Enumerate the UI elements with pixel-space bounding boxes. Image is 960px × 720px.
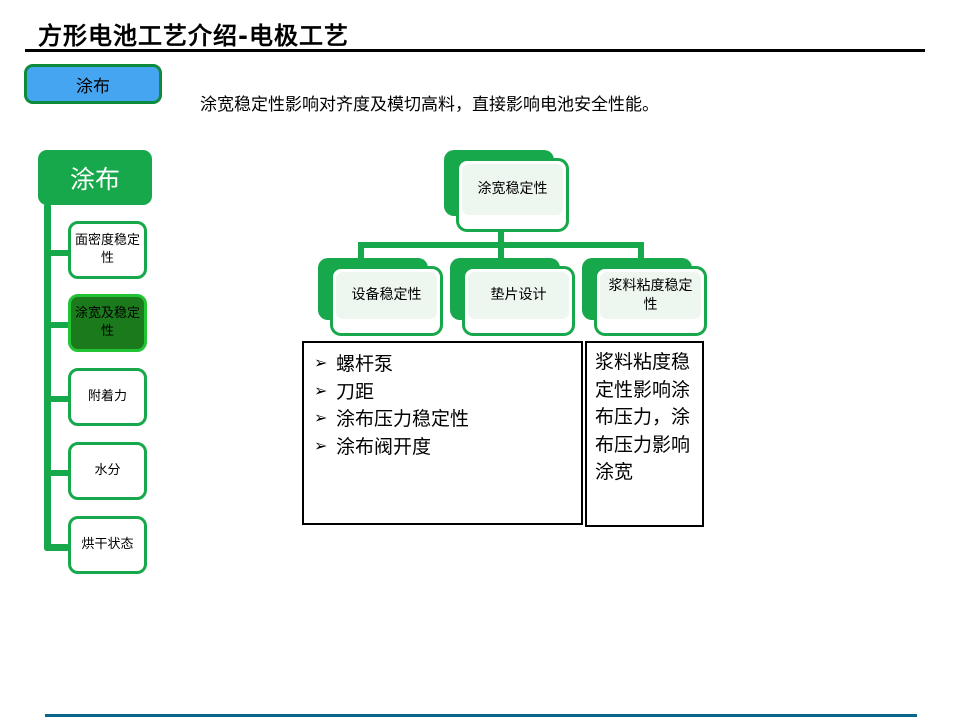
bullet-arrow-icon: ➢ xyxy=(314,380,328,400)
sidebar-item-moisture[interactable]: 水分 xyxy=(68,442,147,500)
sidebar-spine xyxy=(44,203,51,551)
tree-node-equipment-label: 设备稳定性 xyxy=(336,272,437,319)
sidebar-connector-1 xyxy=(49,250,71,256)
list-item: ➢ 螺杆泵 xyxy=(314,351,571,379)
list-item-label: 涂布压力稳定性 xyxy=(336,408,470,431)
sidebar-item-surface-density[interactable]: 面密度稳定性 xyxy=(68,221,147,279)
list-item-label: 涂布阀开度 xyxy=(336,435,432,458)
tree-node-slurry-viscosity-label: 浆料粘度稳定性 xyxy=(600,272,701,319)
tree-connector-root-stem xyxy=(498,226,504,248)
sidebar-item-coating-width[interactable]: 涂宽及稳定性 xyxy=(68,294,147,352)
sidebar-header-coating: 涂布 xyxy=(38,150,152,205)
sidebar-connector-3 xyxy=(49,396,71,402)
tree-connector-child-3 xyxy=(638,242,644,266)
tree-node-root-face: 涂宽稳定性 xyxy=(456,158,569,232)
tree-node-equipment[interactable]: 设备稳定性 xyxy=(318,258,443,336)
sidebar-connector-2 xyxy=(49,322,71,328)
tree-connector-child-1 xyxy=(358,242,364,266)
tree-node-shim-design[interactable]: 垫片设计 xyxy=(450,258,575,336)
tree-connector-child-2 xyxy=(498,242,504,266)
sidebar-connector-4 xyxy=(49,470,71,476)
note-box: 浆料粘度稳定性影响涂布压力，涂布压力影响涂宽 xyxy=(585,341,704,527)
sidebar-item-adhesion[interactable]: 附着力 xyxy=(68,368,147,426)
list-item: ➢ 涂布压力稳定性 xyxy=(314,406,571,434)
footer-divider xyxy=(45,714,917,717)
bullet-arrow-icon: ➢ xyxy=(314,435,328,455)
tree-node-slurry-viscosity-face: 浆料粘度稳定性 xyxy=(594,266,707,336)
sidebar-spine-foot xyxy=(44,544,70,551)
tree-node-equipment-face: 设备稳定性 xyxy=(330,266,443,336)
list-item-label: 刀距 xyxy=(336,380,375,403)
tree-node-shim-design-face: 垫片设计 xyxy=(462,266,575,336)
subtitle-text: 涂宽稳定性影响对齐度及模切高料，直接影响电池安全性能。 xyxy=(200,95,659,115)
list-item: ➢ 涂布阀开度 xyxy=(314,434,571,462)
sidebar-item-drying-state[interactable]: 烘干状态 xyxy=(68,516,147,574)
bullet-arrow-icon: ➢ xyxy=(314,353,328,372)
tree-node-root-label: 涂宽稳定性 xyxy=(462,164,563,215)
list-item: ➢ 刀距 xyxy=(314,379,571,407)
bullet-list-box: ➢ 螺杆泵 ➢ 刀距 ➢ 涂布压力稳定性 ➢ 涂布阀开度 xyxy=(302,341,583,525)
list-item-label: 螺杆泵 xyxy=(336,353,394,375)
tree-node-root[interactable]: 涂宽稳定性 xyxy=(444,150,569,232)
title-divider xyxy=(25,49,925,52)
page-title: 方形电池工艺介绍-电极工艺 xyxy=(38,22,349,50)
tree-node-slurry-viscosity[interactable]: 浆料粘度稳定性 xyxy=(582,258,707,336)
bullet-arrow-icon: ➢ xyxy=(314,408,328,428)
tree-node-shim-design-label: 垫片设计 xyxy=(468,272,569,319)
section-chip-coating[interactable]: 涂布 xyxy=(24,64,162,104)
